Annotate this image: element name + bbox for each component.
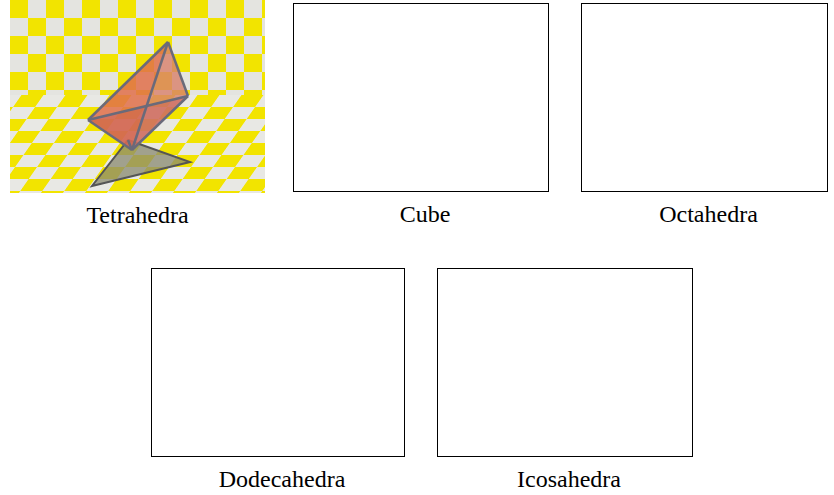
- panel-caption: Dodecahedra: [151, 465, 413, 493]
- figure-panel: Dodecahedra: [151, 268, 413, 493]
- image-frame: [581, 3, 828, 192]
- panel-caption: Icosahedra: [437, 465, 701, 493]
- figure-panel: Tetrahedra: [6, 0, 269, 229]
- figure-panel: Icosahedra: [437, 268, 701, 493]
- figure-panel: Octahedra: [581, 3, 834, 228]
- figure-panel: Cube: [293, 3, 557, 228]
- panel-caption: Cube: [293, 200, 557, 228]
- image-frame: [151, 268, 405, 457]
- image-frame: [437, 268, 693, 457]
- panel-caption: Tetrahedra: [6, 201, 269, 229]
- panel-caption: Octahedra: [581, 200, 834, 228]
- image-frame: [293, 3, 549, 192]
- image-frame: [6, 0, 261, 193]
